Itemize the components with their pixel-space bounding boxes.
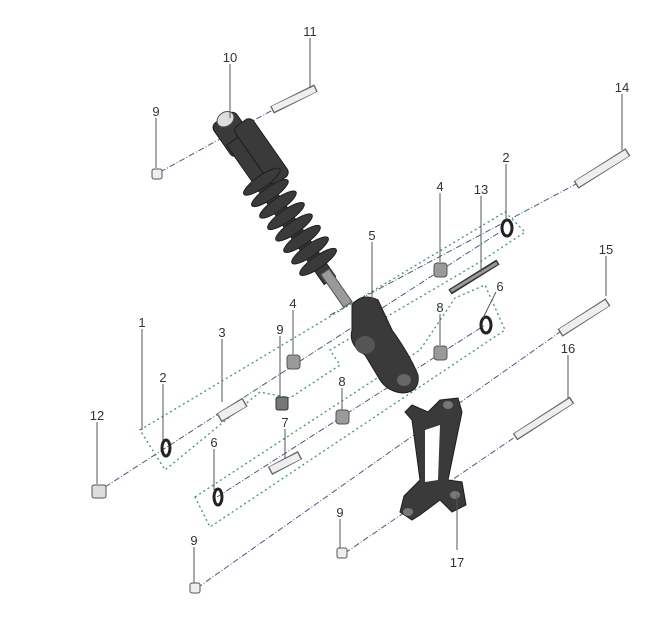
callout-9: 9 <box>152 104 159 119</box>
washer-6 <box>212 487 224 507</box>
callout-leaders <box>96 38 623 583</box>
rocker-arm <box>350 296 419 394</box>
callout-8: 8 <box>338 374 345 389</box>
nut-9 <box>336 547 348 559</box>
nut-12 <box>91 484 107 499</box>
callout-12: 12 <box>90 408 104 423</box>
small-parts <box>91 168 514 594</box>
callout-9: 9 <box>276 322 283 337</box>
nut-9 <box>275 396 289 411</box>
bushing-8 <box>335 409 350 425</box>
group-outlines <box>139 211 527 528</box>
callout-16: 16 <box>561 341 575 356</box>
shock-absorber <box>212 110 353 309</box>
bushing-8 <box>433 345 448 361</box>
bushing-4 <box>286 354 301 370</box>
callout-8: 8 <box>436 300 443 315</box>
callout-7: 7 <box>281 415 288 430</box>
washer-6 <box>479 315 493 335</box>
callout-15: 15 <box>599 242 613 257</box>
bushing-4 <box>433 262 448 278</box>
callout-14: 14 <box>615 80 629 95</box>
callout-6: 6 <box>210 435 217 450</box>
callout-10: 10 <box>223 50 237 65</box>
washer-2 <box>500 218 514 238</box>
callout-17: 17 <box>450 555 464 570</box>
callout-4: 4 <box>289 296 296 311</box>
callout-1: 1 <box>138 315 145 330</box>
callout-labels: 11 10 9 14 2 4 13 5 15 6 8 4 1 3 9 2 8 1… <box>90 24 629 570</box>
spring-coils <box>243 167 337 276</box>
axis-line <box>196 331 561 589</box>
bolts <box>216 84 631 475</box>
axis-line <box>329 182 579 316</box>
nut-9 <box>151 168 163 180</box>
callout-9: 9 <box>190 533 197 548</box>
callout-3: 3 <box>218 325 225 340</box>
callout-9: 9 <box>336 505 343 520</box>
callout-13: 13 <box>474 182 488 197</box>
callout-2: 2 <box>159 370 166 385</box>
callout-4: 4 <box>436 179 443 194</box>
callout-6: 6 <box>496 279 503 294</box>
group-outline-1 <box>139 211 527 471</box>
callout-11: 11 <box>303 24 317 39</box>
linkage-plate <box>399 397 467 521</box>
washer-2 <box>160 438 172 458</box>
nut-9 <box>189 582 201 594</box>
callout-5: 5 <box>368 228 375 243</box>
callout-2: 2 <box>502 150 509 165</box>
